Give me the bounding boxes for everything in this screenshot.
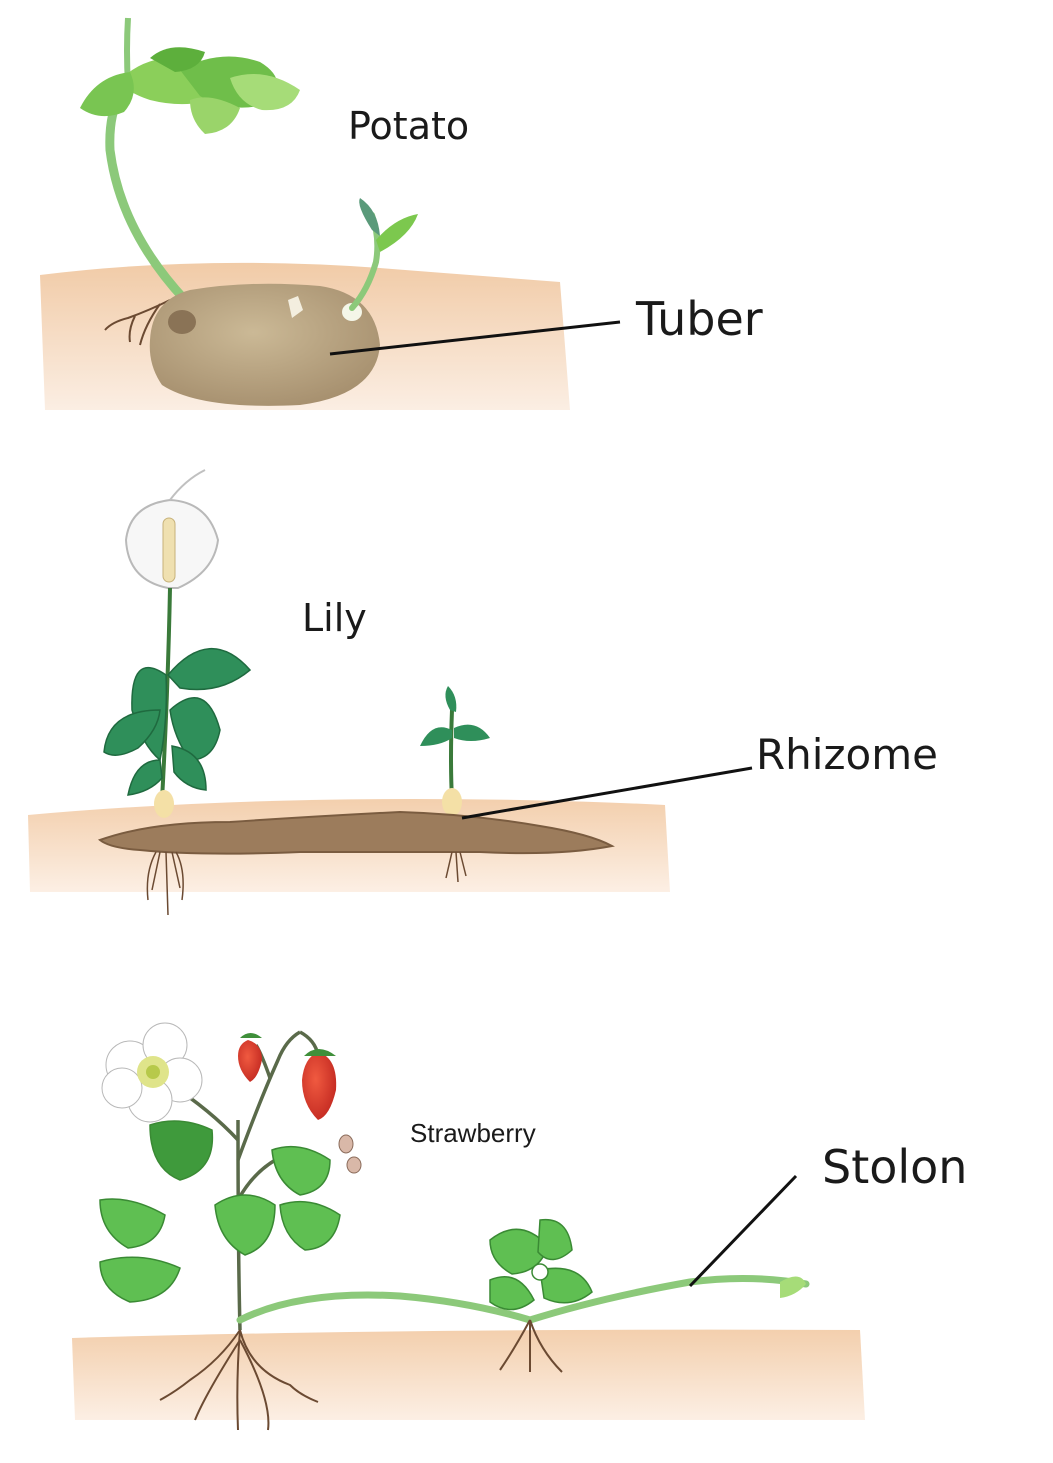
lily-roots — [146, 851, 467, 916]
lily-illustration — [28, 469, 753, 916]
tuber-body — [149, 283, 380, 406]
rhizome-body — [97, 810, 615, 855]
strawberry-label: Strawberry — [410, 1118, 536, 1148]
lily-label: Lily — [302, 596, 367, 640]
strawberry-buds — [338, 1134, 362, 1174]
strawberries — [238, 1033, 337, 1120]
stolon-pointer-line — [688, 1174, 798, 1288]
lily-flower — [124, 469, 220, 589]
strawberry-flower — [101, 1022, 203, 1123]
tuber-label: Tuber — [636, 292, 763, 346]
rhizome-shoot — [154, 686, 490, 818]
lily-panel: Lily Rhizome — [0, 460, 1053, 940]
potato-roots — [104, 299, 171, 346]
strawberry-panel: Strawberry Stolon — [0, 1000, 1053, 1460]
strawberry-illustration — [72, 1022, 865, 1431]
potato-label: Potato — [348, 104, 470, 148]
soil — [72, 1329, 865, 1420]
strawberry-leaves — [99, 1120, 341, 1303]
strawberry-roots — [159, 1319, 563, 1431]
potato-panel: Potato Tuber — [0, 0, 1053, 440]
potato-leaves — [80, 47, 300, 134]
rhizome-pointer-line — [461, 766, 753, 820]
lily-leaves — [103, 647, 252, 796]
tuber-pointer-line — [329, 320, 621, 356]
daughter-plant — [489, 1218, 593, 1311]
rhizome-label: Rhizome — [756, 730, 938, 779]
potato-illustration — [40, 17, 621, 410]
stolon-label: Stolon — [822, 1140, 968, 1194]
